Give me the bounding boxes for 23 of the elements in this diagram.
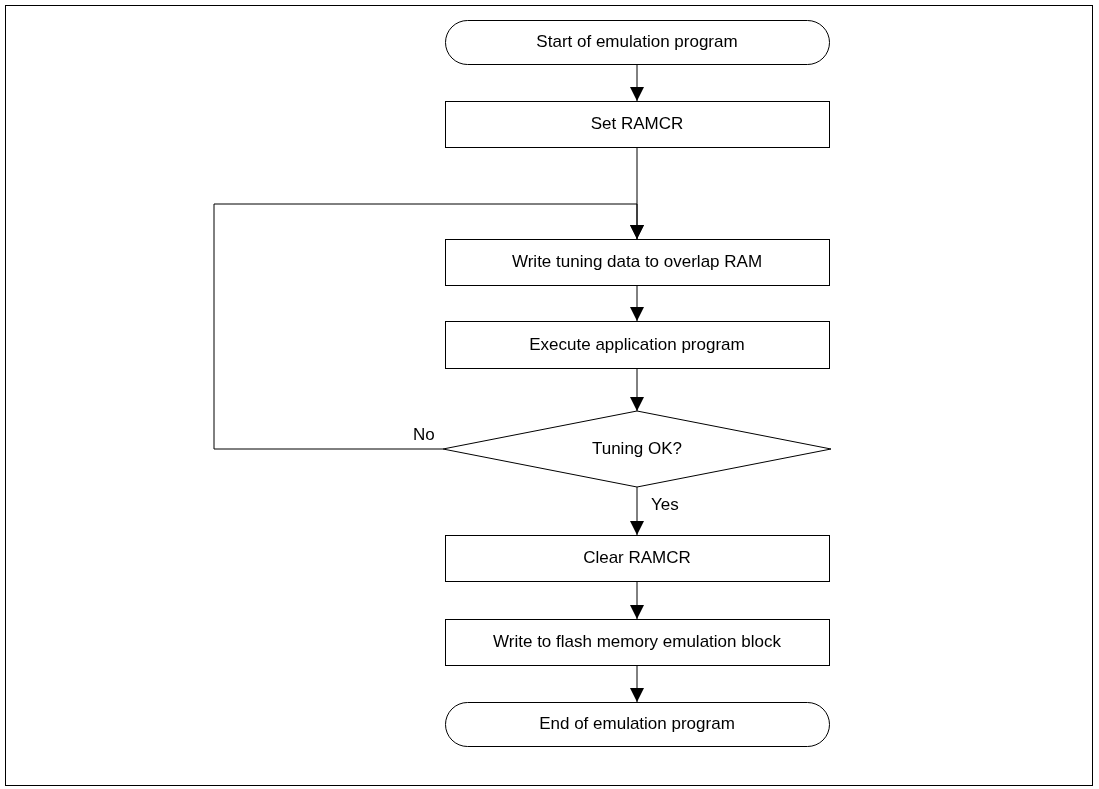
arrow	[630, 664, 644, 703]
node-label: Write tuning data to overlap RAM	[511, 252, 763, 272]
process-box	[445, 239, 830, 286]
process-box	[445, 619, 830, 666]
arrow	[630, 486, 644, 536]
node-label: Set RAMCR	[590, 114, 684, 134]
node-label: Execute application program	[529, 334, 745, 355]
node-label: End of emulation program	[539, 714, 735, 734]
node-label: Tuning OK?	[591, 439, 683, 459]
decision-diamond	[442, 410, 832, 488]
process-box	[445, 535, 830, 582]
terminal-shape	[445, 20, 830, 65]
arrow	[630, 367, 644, 412]
arrow	[213, 203, 644, 450]
process-box	[445, 321, 830, 369]
process-box	[445, 101, 830, 148]
terminal-shape	[445, 702, 830, 747]
node-label: Clear RAMCR	[583, 548, 691, 568]
node-label: Write to flash memory emulation block	[493, 632, 781, 652]
arrow	[630, 580, 644, 620]
arrow	[630, 284, 644, 322]
arrow	[630, 63, 644, 102]
node-label: Start of emulation program	[536, 32, 738, 52]
